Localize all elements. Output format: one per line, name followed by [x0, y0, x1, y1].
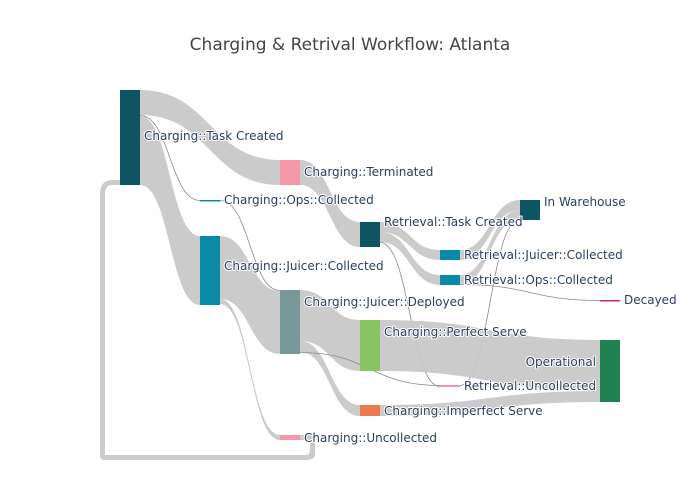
node-jc[interactable]	[200, 236, 220, 305]
link-ro-iw[interactable]	[460, 210, 520, 284]
link-rj-iw[interactable]	[460, 200, 520, 260]
node-rt[interactable]	[360, 222, 380, 247]
node-label: Retrieval::Uncollected	[464, 379, 596, 393]
link-jd-is[interactable]	[300, 341, 360, 416]
node-is[interactable]	[360, 405, 380, 416]
node-rj[interactable]	[440, 250, 460, 260]
node-label: Charging::Uncollected	[304, 431, 437, 445]
node-label: Retrieval::Task Created	[384, 215, 523, 229]
link-ru-iw[interactable]	[459, 219, 521, 386]
chart-title: Charging & Retrival Workflow: Atlanta	[190, 35, 511, 55]
node-cu[interactable]	[280, 435, 300, 440]
node-de[interactable]	[600, 300, 620, 302]
node-ru[interactable]	[440, 385, 460, 387]
link-ro-de[interactable]	[459, 284, 601, 301]
node-oc[interactable]	[200, 200, 220, 202]
node-ps[interactable]	[360, 320, 380, 371]
link-is-op[interactable]	[380, 391, 600, 416]
node-te[interactable]	[280, 160, 300, 185]
link-ct-te[interactable]	[140, 90, 280, 185]
link-jd-ps[interactable]	[300, 290, 360, 371]
node-ro[interactable]	[440, 275, 460, 285]
node-ct[interactable]	[120, 90, 140, 185]
link-rt-ro[interactable]	[380, 232, 440, 285]
node-label: Retrieval::Juicer::Collected	[464, 248, 623, 262]
link-ps-op[interactable]	[380, 320, 600, 391]
node-label: Charging::Perfect Serve	[384, 325, 527, 339]
node-label: In Warehouse	[544, 195, 626, 209]
node-label: Charging::Juicer::Collected	[224, 259, 384, 273]
node-label: Charging::Ops::Collected	[224, 193, 374, 207]
link-ct-oc[interactable]	[139, 115, 201, 201]
node-label: Retrieval::Ops::Collected	[464, 273, 613, 287]
link-jc-cu[interactable]	[220, 299, 280, 440]
node-label: Charging::Juicer::Deployed	[304, 295, 465, 309]
link-oc-jd[interactable]	[219, 200, 281, 291]
node-jd[interactable]	[280, 290, 300, 354]
labels-group: Charging::Task CreatedCharging::Ops::Col…	[143, 128, 678, 446]
link-te-rt[interactable]	[300, 160, 360, 247]
link-jc-jd[interactable]	[220, 236, 280, 354]
node-label: Decayed	[624, 293, 677, 307]
nodes-group	[120, 90, 620, 440]
node-label: Charging::Imperfect Serve	[384, 404, 543, 418]
link-rt-rj[interactable]	[380, 222, 440, 260]
node-label: Charging::Terminated	[304, 165, 433, 179]
link-rt-ru[interactable]	[379, 242, 441, 387]
link-ct-jc[interactable]	[140, 116, 200, 305]
node-label: Operational	[526, 355, 596, 369]
links-group	[100, 90, 601, 460]
node-iw[interactable]	[520, 200, 540, 220]
node-label: Charging::Task Created	[144, 129, 284, 143]
node-op[interactable]	[600, 340, 620, 402]
